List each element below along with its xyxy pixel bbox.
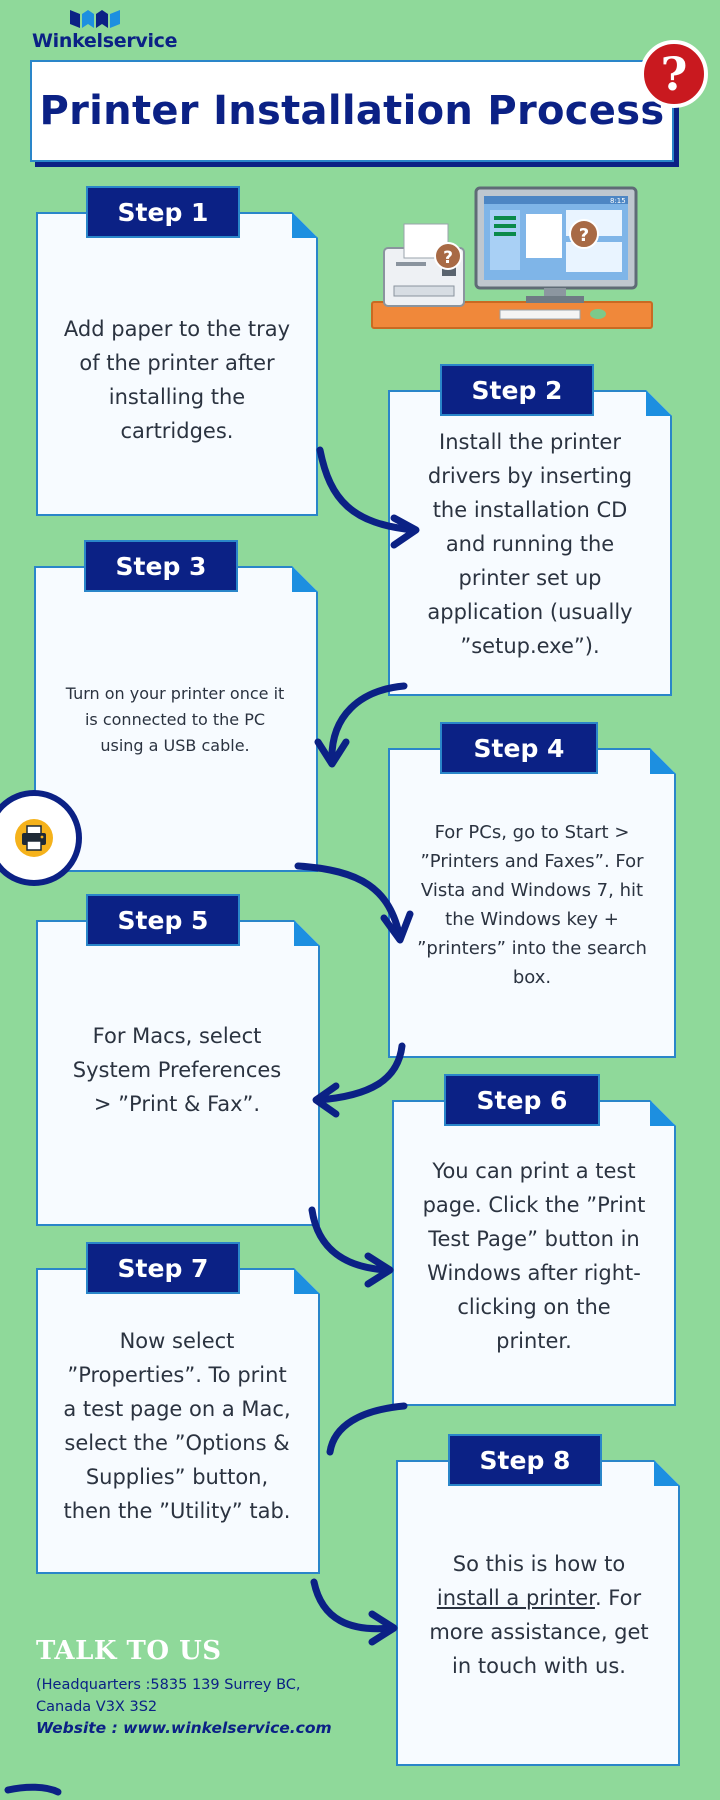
printer-badge: [0, 790, 82, 886]
address-line-2: Canada V3X 3S2: [36, 1699, 158, 1715]
arrow-icon: [314, 738, 350, 768]
step-text-4: For PCs, go to Start > ”Printers and Fax…: [417, 822, 647, 988]
step-text-8: So this is how to install a printer. For…: [424, 1540, 654, 1690]
step-text-7: Now select ”Properties”. To print a test…: [63, 1329, 291, 1523]
svg-text:?: ?: [579, 225, 589, 246]
step-card-6: [392, 1100, 676, 1406]
arrow-icon: [312, 1082, 340, 1118]
step-text-2: Install the printer drivers by inserting…: [427, 430, 633, 658]
address-line-1: (Headquarters :5835 139 Surrey BC,: [36, 1677, 301, 1693]
title-banner: Printer Installation Process: [30, 60, 674, 162]
step-text-3: Turn on your printer once it is connecte…: [65, 684, 285, 755]
step-label-3: Step 3: [84, 540, 238, 592]
arrow-icon: [4, 1783, 62, 1796]
step-card-7: [36, 1268, 320, 1574]
step-card-2: [388, 390, 672, 696]
step-text-5: For Macs, select System Preferences > ”P…: [72, 1024, 282, 1116]
arrow-icon: [328, 682, 408, 766]
arrow-icon: [294, 862, 404, 942]
arrow-icon: [364, 1252, 394, 1288]
step-label-7: Step 7: [86, 1242, 240, 1294]
arrow-icon: [326, 1402, 408, 1456]
arrow-icon: [314, 1042, 406, 1104]
computer-printer-illustration: 8:15 ? ?: [371, 186, 653, 329]
step-text-1: Add paper to the tray of the printer aft…: [63, 317, 291, 443]
step-8-text-after: . For more assistance, get in touch with…: [429, 1586, 649, 1678]
question-mark-icon: ?: [640, 40, 708, 108]
step-label-5: Step 5: [86, 894, 240, 946]
contact-heading: TALK TO US: [36, 1636, 222, 1666]
step-card-4: [388, 748, 676, 1058]
arrow-icon: [380, 910, 414, 944]
brand-logo: Winkelservice: [32, 8, 178, 56]
step-label-4: Step 4: [440, 722, 598, 774]
install-printer-link[interactable]: install a printer: [436, 1586, 595, 1610]
page-title: Printer Installation Process: [39, 88, 665, 134]
arrow-icon: [316, 446, 418, 534]
logo-icon: [70, 10, 120, 28]
arrow-icon: [368, 1610, 398, 1646]
svg-text:?: ?: [443, 248, 453, 268]
brand-name: Winkelservice: [32, 30, 178, 52]
step-card-1: [36, 212, 318, 516]
step-text-6: You can print a test page. Click the ”Pr…: [422, 1159, 646, 1353]
step-label-6: Step 6: [444, 1074, 600, 1126]
step-label-2: Step 2: [440, 364, 594, 416]
step-label-8: Step 8: [448, 1434, 602, 1486]
step-card-8: [396, 1460, 680, 1766]
step-card-5: [36, 920, 320, 1226]
screen-clock: 8:15: [610, 197, 626, 205]
step-card-3: [34, 566, 318, 872]
website-link[interactable]: Website : www.winkelservice.com: [36, 1719, 332, 1737]
arrow-icon: [390, 514, 420, 549]
step-label-1: Step 1: [86, 186, 240, 238]
help-badge-glyph: ?: [660, 47, 688, 101]
step-8-text-before: So this is how to: [452, 1552, 626, 1576]
printer-icon: [15, 819, 53, 857]
arrow-icon: [310, 1578, 396, 1633]
arrow-icon: [308, 1206, 392, 1274]
